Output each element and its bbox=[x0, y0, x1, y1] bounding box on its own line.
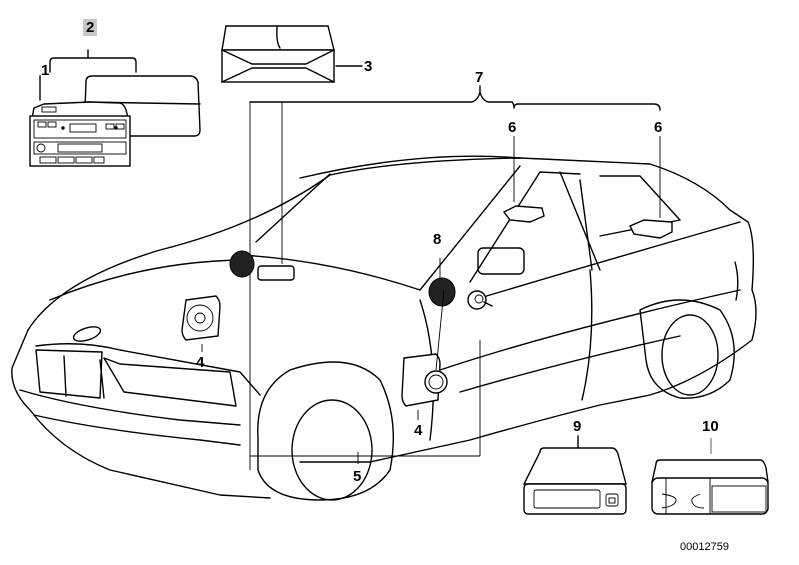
callout-6-right: 6 bbox=[654, 119, 663, 136]
callout-4-door: 4 bbox=[414, 422, 423, 439]
speaker-set-bracket bbox=[249, 85, 661, 470]
callout-5: 5 bbox=[353, 468, 362, 485]
car-body-illustration bbox=[11, 155, 757, 501]
amplifier-illustration bbox=[221, 25, 363, 83]
cd-magazine-illustration bbox=[651, 438, 769, 515]
callout-4-front: 4 bbox=[196, 354, 205, 371]
callout-1: 1 bbox=[41, 62, 50, 79]
rear-speaker-illustration bbox=[502, 136, 673, 239]
callout-6-left: 6 bbox=[508, 119, 517, 136]
tweeter-illustration bbox=[229, 102, 493, 310]
cd-changer-illustration bbox=[522, 435, 627, 515]
callout-10: 10 bbox=[702, 418, 719, 435]
callout-2: 2 bbox=[83, 19, 98, 36]
document-number: 00012759 bbox=[680, 541, 729, 553]
callout-7: 7 bbox=[475, 69, 484, 86]
callout-9: 9 bbox=[573, 418, 582, 435]
front-speaker-illustration bbox=[181, 289, 448, 420]
radio-illustration bbox=[29, 49, 201, 167]
callout-3: 3 bbox=[364, 58, 373, 75]
callout-8: 8 bbox=[433, 231, 442, 248]
